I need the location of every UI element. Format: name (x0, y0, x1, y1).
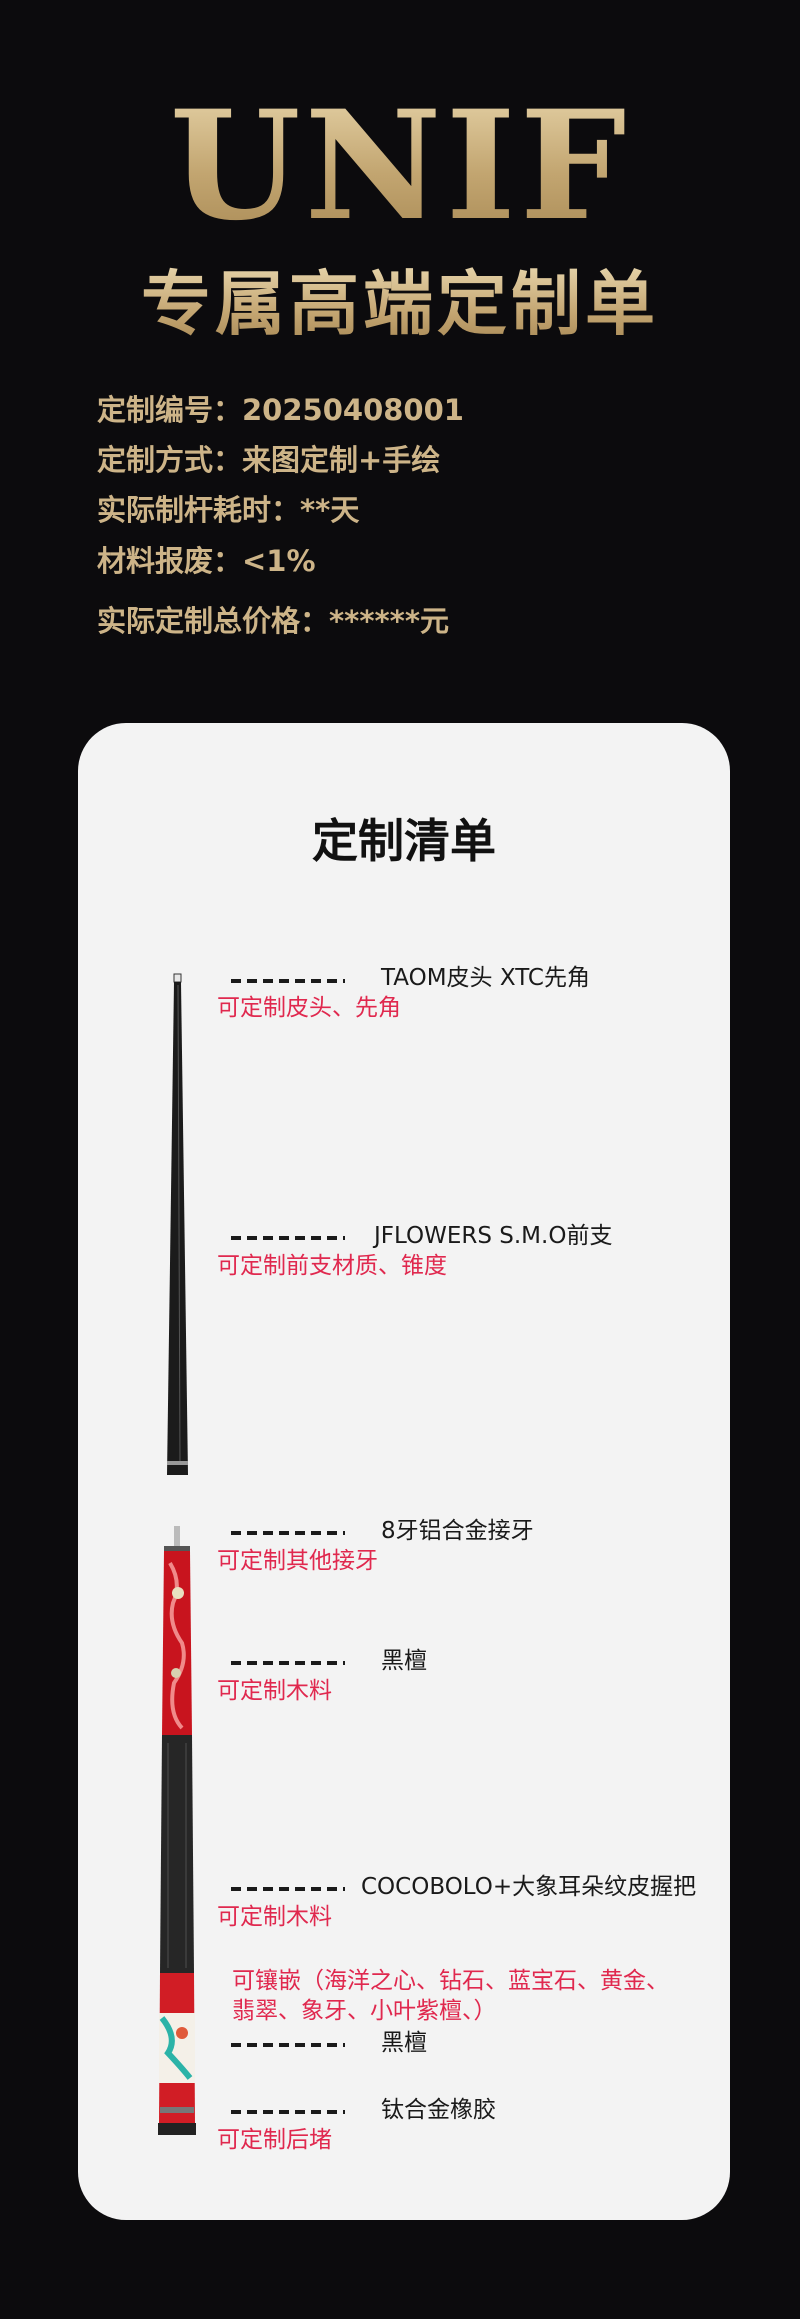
leader-line (231, 1661, 345, 1665)
part-label-grip: COCOBOLO+大象耳朵纹皮握把 (361, 1874, 697, 1900)
grip-wrap (160, 1735, 194, 1973)
brand-logo: UNIF (0, 86, 800, 246)
leader-line (231, 979, 345, 983)
part-note-shaft: 可定制前支材质、锥度 (217, 1253, 447, 1279)
card-title: 定制清单 (312, 814, 496, 868)
part-note-tip: 可定制皮头、先角 (217, 995, 401, 1021)
order-number: 定制编号：20250408001 (97, 393, 464, 427)
total-price: 实际定制总价格：******元 (97, 604, 449, 638)
joint-pin (174, 1526, 180, 1546)
page-subtitle: 专属高端定制单 (0, 262, 800, 346)
part-label-joint: 8牙铝合金接牙 (381, 1518, 534, 1544)
cue-shaft (167, 982, 188, 1475)
part-note-forearm: 可定制木料 (217, 1678, 332, 1704)
part-note-bumper: 可定制后堵 (217, 2127, 332, 2153)
part-label-shaft: JFLOWERS S.M.O前支 (374, 1223, 613, 1249)
part-note-grip: 可定制木料 (217, 1904, 332, 1930)
leader-line (231, 2110, 345, 2114)
production-time: 实际制杆耗时：**天 (97, 493, 360, 527)
part-label-forearm: 黑檀 (381, 1648, 427, 1674)
forearm (162, 1551, 192, 1735)
material-waste: 材料报废：<1% (97, 544, 316, 578)
part-note-inlay: 可镶嵌（海洋之心、钻石、蓝宝石、黄金、翡翠、象牙、小叶紫檀、） (232, 1968, 669, 2024)
cue-tip (173, 973, 182, 983)
part-label-bumper: 钛合金橡胶 (381, 2097, 496, 2123)
leader-line (231, 1531, 345, 1535)
leader-line (231, 1887, 345, 1891)
cue-illustration (158, 973, 196, 2135)
custom-list-card: 定制清单 TAOM皮头 XTC先角 可定制皮头、先角 JFLOWERS S.M.… (78, 723, 730, 2220)
custom-method: 定制方式：来图定制+手绘 (97, 443, 441, 477)
bumper (158, 2123, 196, 2135)
part-label-tip: TAOM皮头 XTC先角 (381, 965, 590, 991)
leader-line (231, 2043, 345, 2047)
part-note-joint: 可定制其他接牙 (217, 1548, 378, 1574)
leader-line (231, 1236, 345, 1240)
part-label-sleeve: 黑檀 (381, 2030, 427, 2056)
